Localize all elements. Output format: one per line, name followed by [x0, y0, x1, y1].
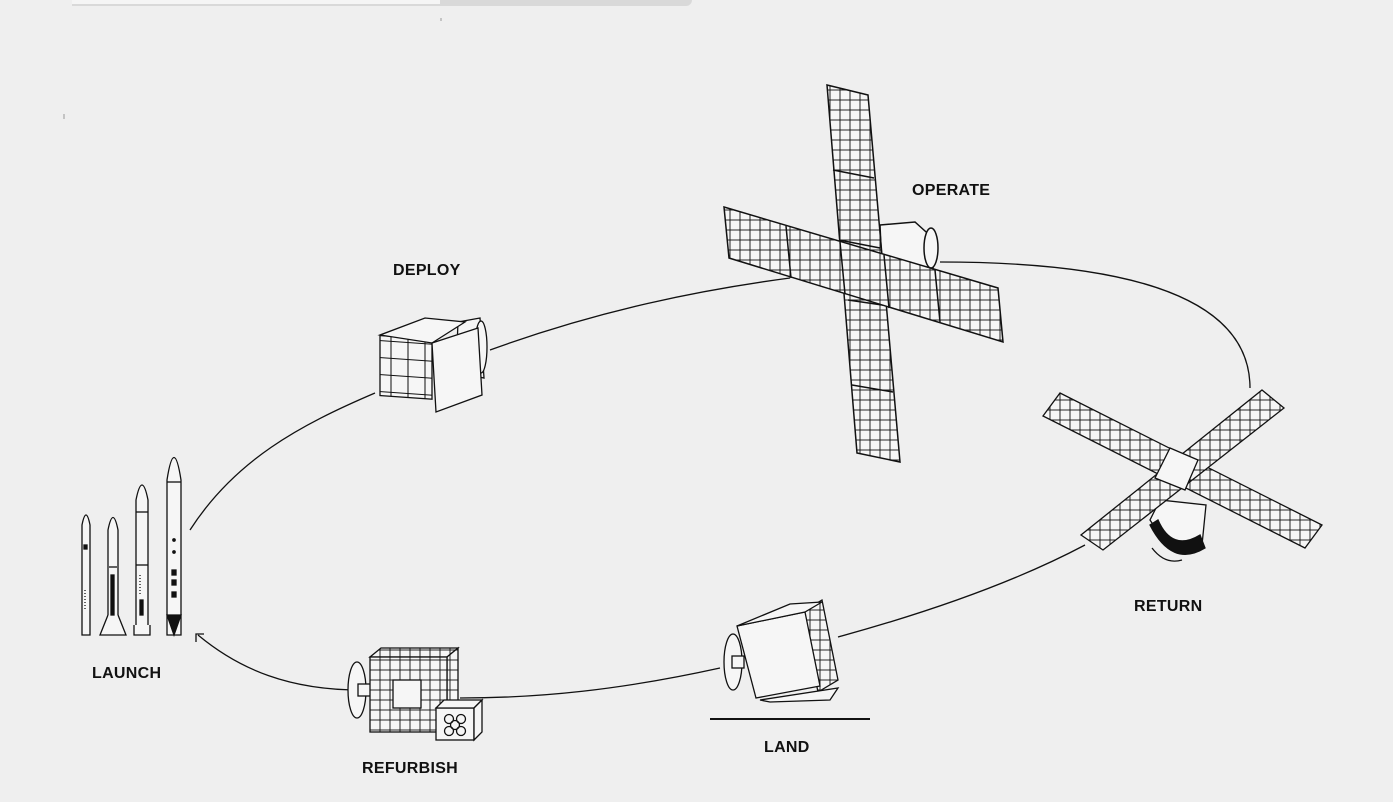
orbit-return-to-land — [837, 544, 1086, 638]
rocket-heavy-icon — [166, 457, 182, 637]
arrow-head — [195, 633, 204, 642]
rocket-medium-icon — [99, 516, 127, 636]
rocket-lineup-icon — [81, 457, 182, 637]
stage-label-refurbish: REFURBISH — [362, 760, 459, 777]
top-progress-fill — [72, 0, 440, 4]
refurbish-module-icon — [347, 646, 484, 742]
rocket-small-icon — [81, 514, 91, 636]
orbit-refurbish-to-launch — [197, 634, 361, 691]
reentry-satellite-icon — [1042, 389, 1323, 562]
orbit-launch-to-deploy — [189, 392, 376, 531]
solar-panel-horizontal — [723, 205, 1004, 344]
rocket-large-icon — [133, 484, 151, 636]
stage-label-land: LAND — [764, 739, 810, 756]
orbit-operate-to-return — [939, 261, 1251, 389]
landed-capsule-icon — [710, 598, 870, 720]
orbit-land-to-refurbish — [459, 667, 721, 699]
orbit-path — [189, 261, 1251, 699]
stage-label-launch: LAUNCH — [92, 665, 162, 682]
satellite-solar-array-icon — [723, 84, 1004, 463]
stage-label-return: RETURN — [1134, 598, 1203, 615]
heat-shield — [1149, 499, 1207, 562]
stage-label-operate: OPERATE — [912, 182, 991, 199]
stage-label-deploy: DEPLOY — [393, 262, 461, 279]
orbit-deploy-to-operate — [489, 277, 791, 351]
propellant-tanks — [434, 698, 484, 742]
folded-satellite-icon — [377, 317, 488, 413]
top-progress-bar — [72, 0, 692, 6]
